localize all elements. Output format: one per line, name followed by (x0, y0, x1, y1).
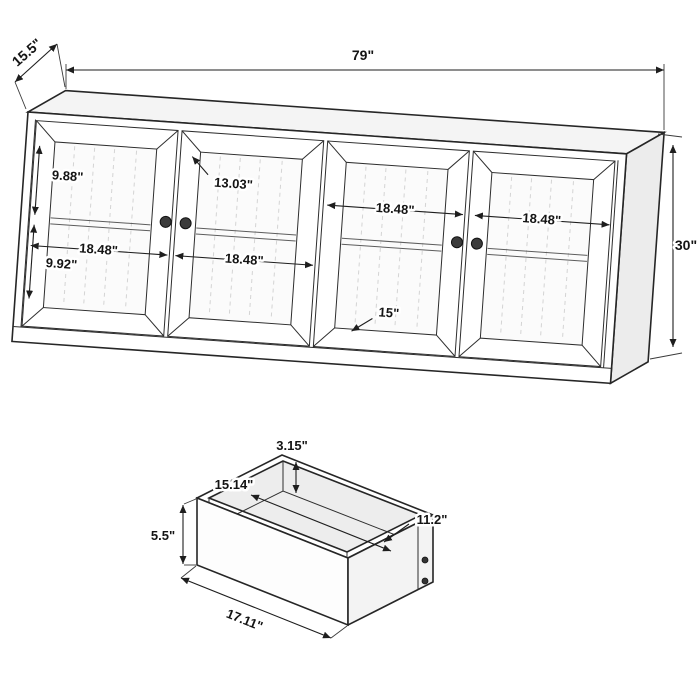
dim-shelf-width-3-line (30, 242, 168, 259)
dim-width-label: 79" (352, 47, 374, 63)
dim-depth-line (14, 43, 58, 83)
interior-dimensions: 9.88" 13.03" 18.48" 18.48" 18.48" 18.48"… (26, 145, 610, 332)
dim-shelf-width-1-line (327, 202, 463, 218)
dim-shelf-width-1-label: 18.48" (375, 200, 415, 218)
dim-lower-height-label: 9.92" (45, 255, 77, 272)
height-dimension: 30" (649, 133, 700, 360)
dim-height-label: 30" (675, 237, 697, 253)
cabinet-body: 9.88" 13.03" 18.48" 18.48" 18.48" 18.48"… (11, 89, 667, 385)
dim-shelf-width-2-label: 18.48" (522, 210, 562, 228)
dim-shelf-width-4-line (175, 252, 314, 269)
base-rail (12, 325, 612, 369)
dim-lower-height-line (26, 224, 38, 299)
dim-upper-height-label: 9.88" (51, 167, 83, 184)
dim-upper-height-line (31, 145, 43, 215)
drawer-side-panel (347, 513, 434, 627)
door-knob (179, 217, 192, 230)
screw-dot (421, 577, 429, 585)
dim-shelf-width-2-line (474, 212, 610, 228)
right-stile (603, 160, 619, 368)
dim-bottom-label: 15" (378, 304, 400, 320)
dim-depth-label: 15.5" (9, 35, 45, 69)
dim-shelf-width-4-label: 18.48" (224, 251, 264, 269)
dim-drawer-interior-width-label: 15.14" (215, 477, 254, 492)
dim-drawer-interior-width-line (250, 494, 392, 552)
dim-drawer-depth-label: 11.2" (417, 512, 448, 527)
door-knob (159, 215, 172, 228)
dim-drawer-depth-leader (383, 523, 410, 543)
dim-drawer-width-line (180, 577, 332, 639)
door-knob (450, 236, 463, 249)
width-dimension: 79" (65, 45, 665, 130)
cabinet-drawing: 9.88" 13.03" 18.48" 18.48" 18.48" 18.48"… (6, 33, 700, 385)
dim-drawer-front-height-label: 5.5" (151, 528, 175, 543)
door-knob (470, 237, 483, 250)
dim-shelf-width-3-label: 18.48" (79, 240, 119, 258)
screw-dot (421, 556, 429, 564)
drawer-dimensions: 3.15" 15.14" 11.2" 5.5" 17.11" (148, 436, 450, 639)
dim-opening-height-label: 13.03" (214, 175, 254, 193)
dim-bottom-leader (351, 318, 373, 332)
dim-opening-height-leader (191, 156, 209, 176)
dim-drawer-width-label: 17.11" (224, 606, 265, 634)
drawer-drawing: 3.15" 15.14" 11.2" 5.5" 17.11" (148, 436, 450, 639)
dim-drawer-back-height-label: 3.15" (276, 438, 307, 453)
